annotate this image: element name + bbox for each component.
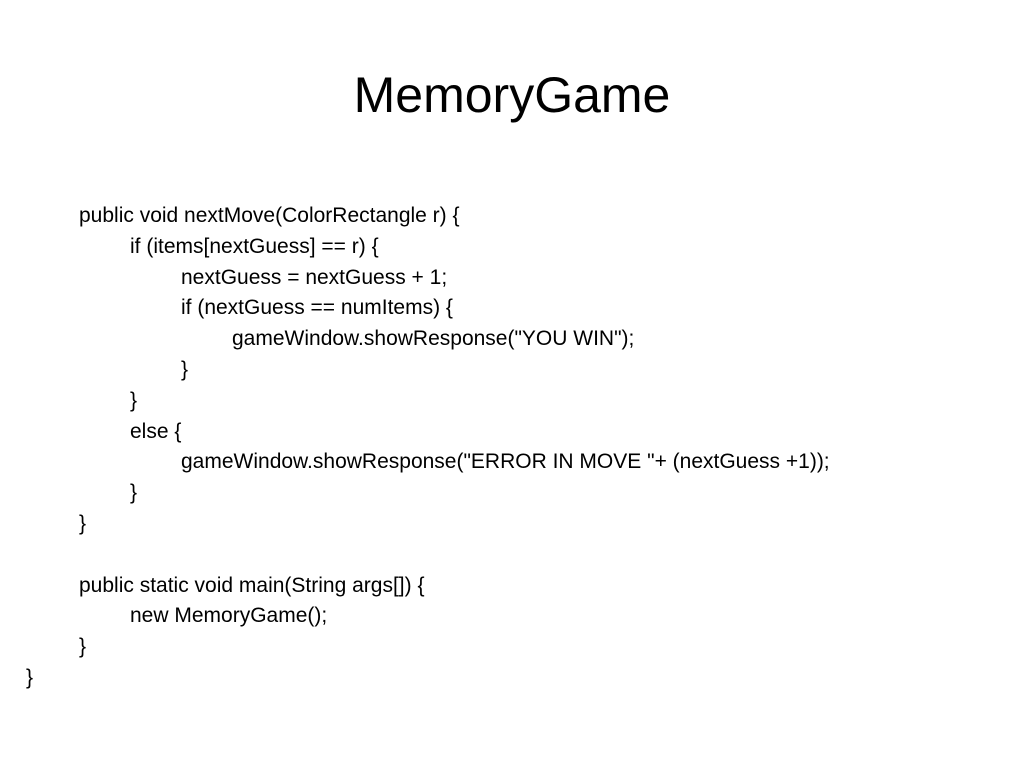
code-line: nextGuess = nextGuess + 1; bbox=[181, 265, 448, 289]
code-line: new MemoryGame(); bbox=[130, 604, 328, 628]
code-line: } bbox=[130, 481, 138, 505]
code-line: } bbox=[26, 666, 34, 689]
code-line: public void nextMove(ColorRectangle r) { bbox=[79, 204, 460, 227]
code-line: gameWindow.showResponse("ERROR IN MOVE "… bbox=[181, 450, 830, 474]
code-line: public static void main(String args[]) { bbox=[79, 573, 425, 597]
code-line: else { bbox=[130, 419, 182, 443]
code-line: } bbox=[79, 635, 87, 659]
code-line: if (items[nextGuess] == r) { bbox=[130, 234, 379, 258]
code-line: if (nextGuess == numItems) { bbox=[181, 296, 453, 320]
code-line: gameWindow.showResponse("YOU WIN"); bbox=[232, 327, 635, 351]
code-line: } bbox=[181, 358, 189, 381]
code-line: } bbox=[79, 512, 87, 535]
slide-title: MemoryGame bbox=[353, 67, 671, 123]
code-line: } bbox=[130, 388, 138, 412]
